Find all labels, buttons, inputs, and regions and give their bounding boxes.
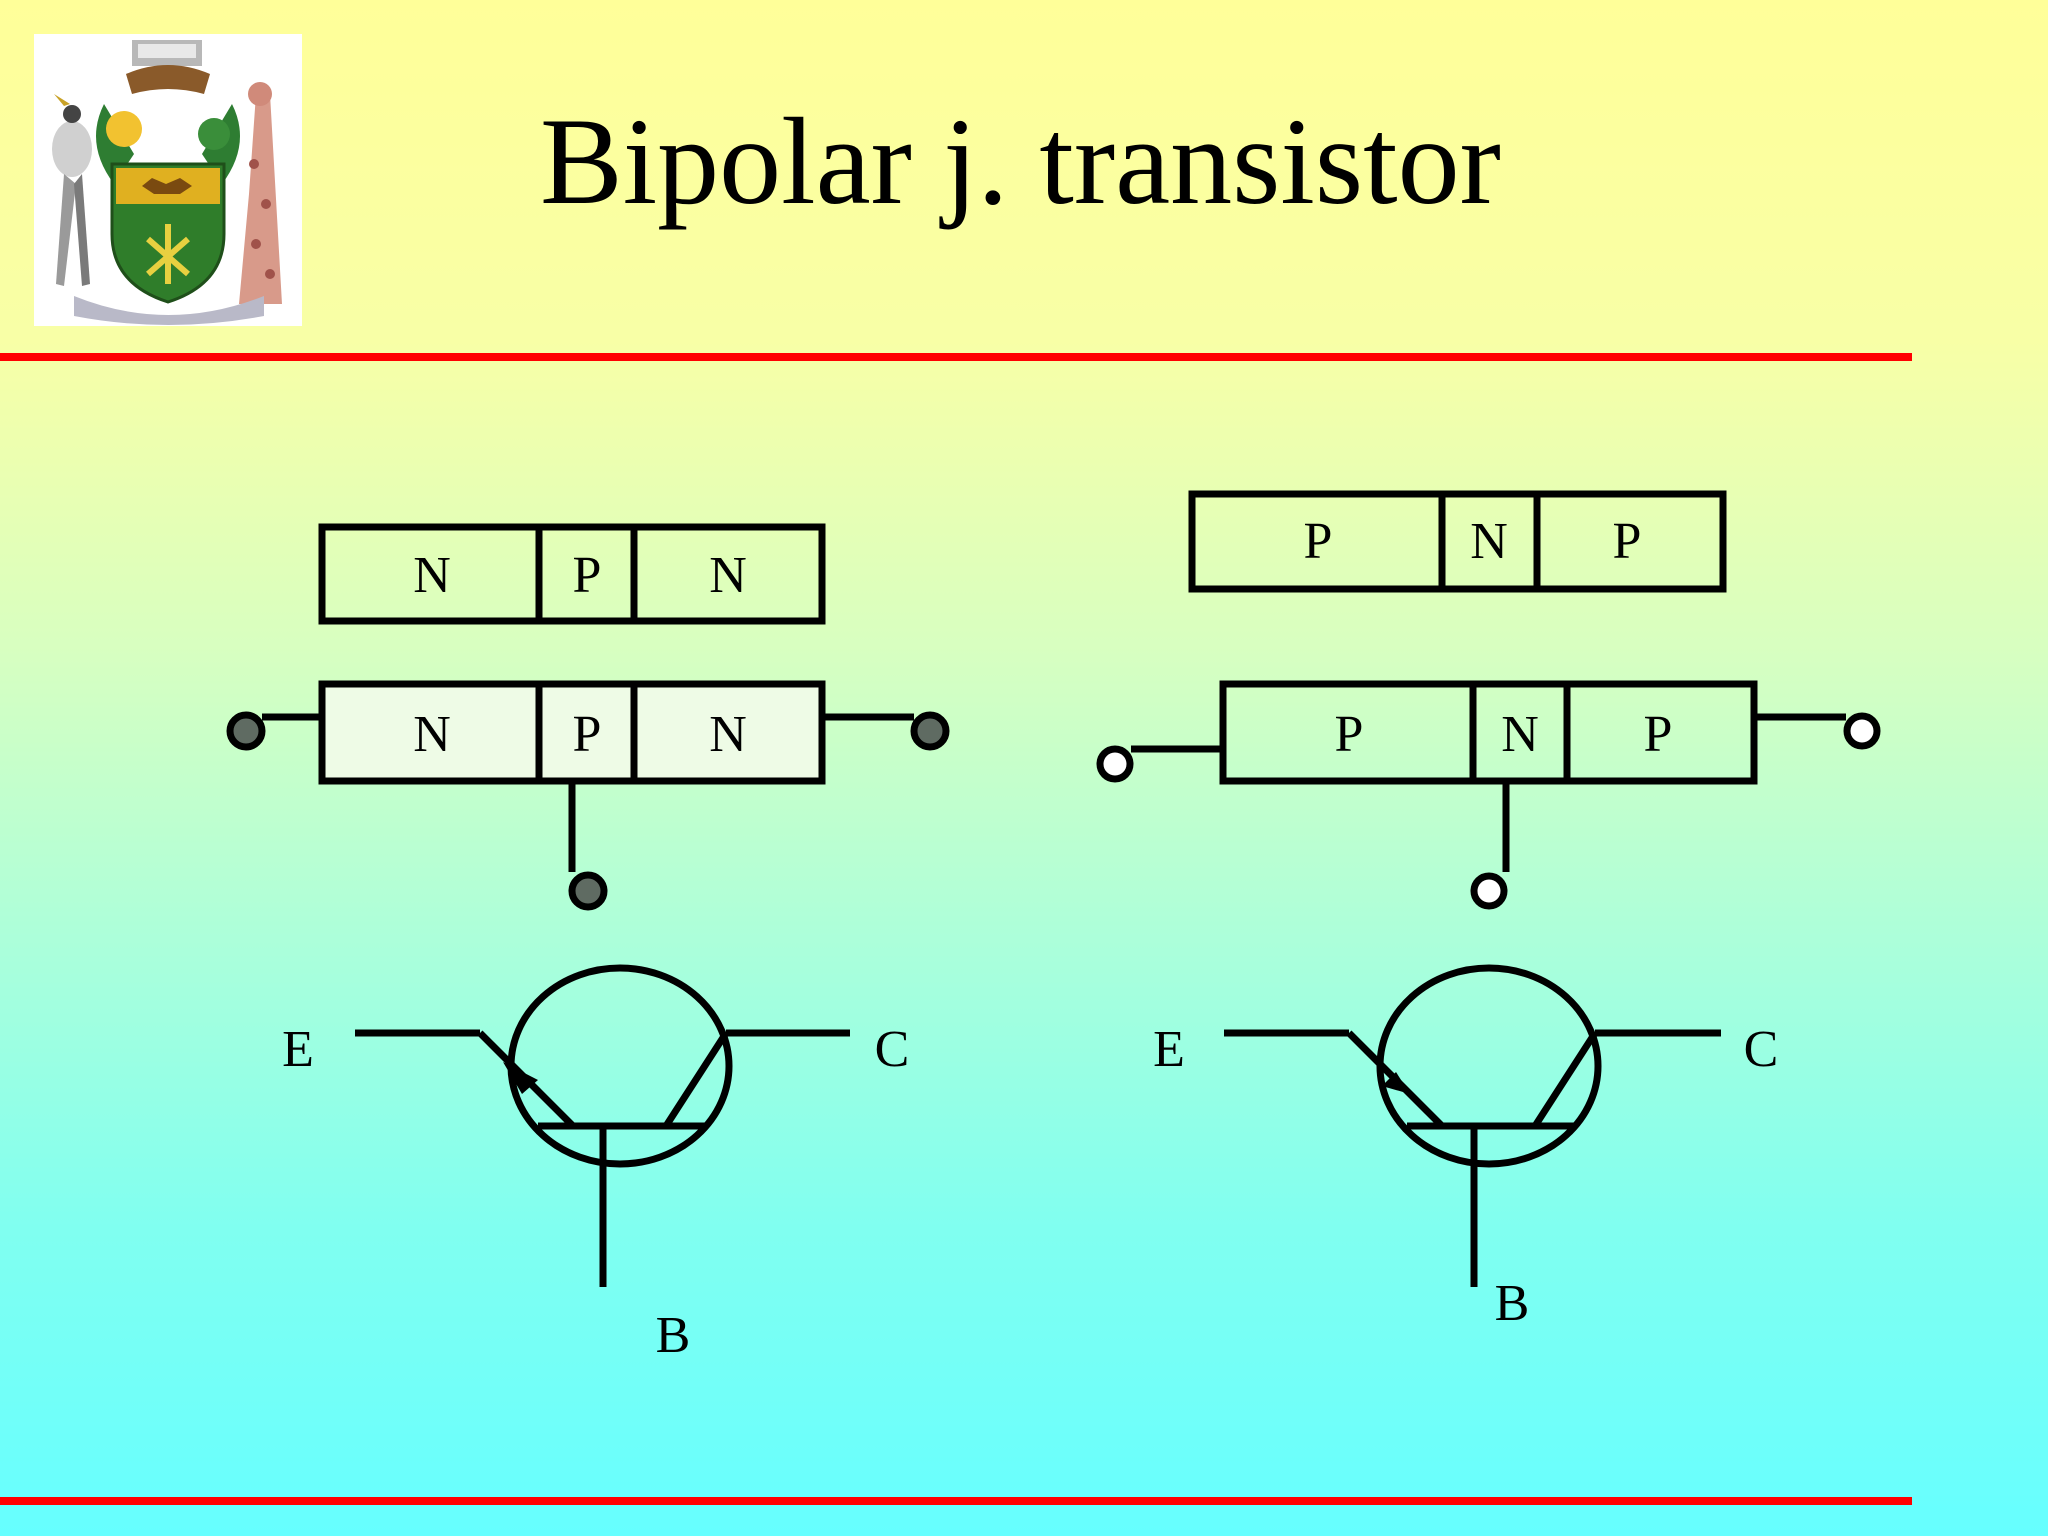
pnp-emitter-terminal [1096,745,1134,783]
pnp-layer-label: P [1335,706,1364,763]
npn-layer-label: P [573,706,602,763]
npn-layer-block: N P N [318,523,826,625]
top-divider [0,353,1912,361]
pnp-layer-label: P [1644,706,1673,763]
npn-layer-label: N [709,547,747,604]
npn-base-label: B [656,1307,691,1364]
pnp-emitter-arrow-icon [1382,1072,1410,1094]
npn-transistor-symbol: E C B [282,964,910,1364]
pnp-base-terminal [1470,872,1508,910]
pnp-collector-label: C [1744,1021,1779,1078]
npn-emitter-label: E [282,1021,314,1078]
pnp-layer-label: N [1501,706,1539,763]
npn-layer-label: N [413,706,451,763]
pnp-wired-block: P N P [1096,680,1881,910]
bottom-divider [0,1497,1912,1505]
npn-collector-terminal [910,711,950,751]
pnp-layer-label: P [1613,513,1642,570]
coat-of-arms-icon [34,34,302,326]
pnp-transistor-symbol: E C B [1153,964,1779,1332]
npn-wired-block: N P N [226,680,950,911]
pnp-layer-label: N [1470,513,1508,570]
pnp-layer-label: P [1304,513,1333,570]
npn-layer-label: N [709,706,747,763]
page-title: Bipolar j. transistor [540,93,1501,230]
npn-layer-label: N [413,547,451,604]
pnp-base-label: B [1495,1275,1530,1332]
pnp-collector-terminal [1843,712,1881,750]
npn-collector-label: C [875,1021,910,1078]
npn-emitter-terminal [226,711,266,751]
pnp-layer-block: P N P [1188,490,1727,593]
npn-layer-label: P [573,547,602,604]
npn-base-terminal [568,871,608,911]
npn-emitter-arrow-icon [503,1062,538,1094]
pnp-emitter-label: E [1153,1021,1185,1078]
